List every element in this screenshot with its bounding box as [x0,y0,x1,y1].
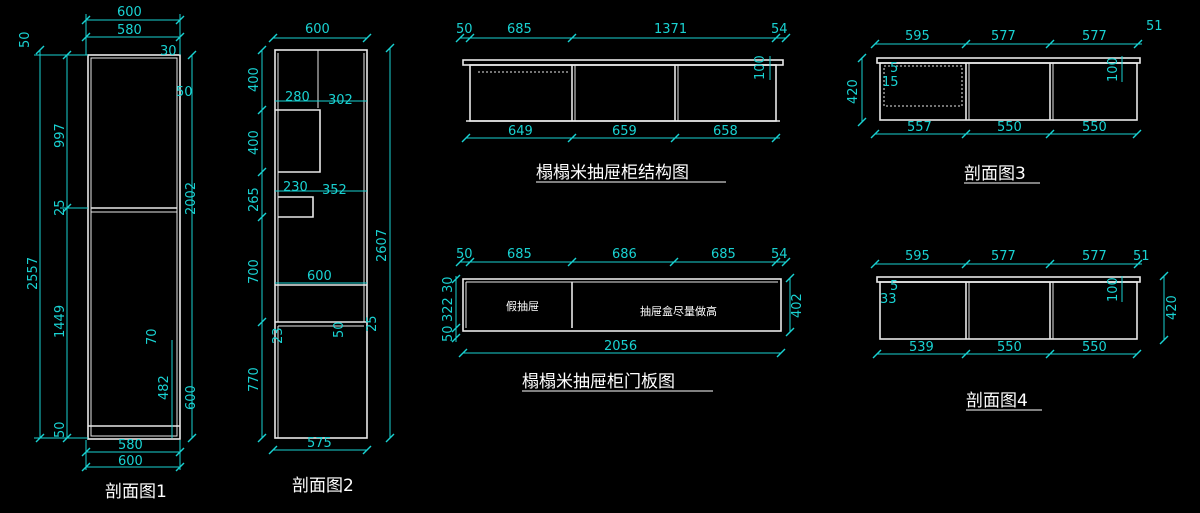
sec1-inner-width: 580 [117,23,142,38]
sec2-w230: 230 [283,180,308,195]
section-4: 595 577 577 51 539 550 550 420 100 5 33 … [870,249,1180,411]
sec3-caption: 剖面图3 [964,164,1026,184]
sec1-cabinet-outline [87,54,181,440]
sec1-shelf: 25 [53,199,68,216]
sec1-d70: 70 [145,328,160,345]
sec2-w280: 280 [285,90,310,105]
sec2-h265: 265 [247,187,262,212]
sec2-h700: 700 [247,259,262,284]
structure-top-1: 685 [507,22,532,37]
sec1-d50: 50 [176,85,193,100]
structure-right: 100 [753,55,768,80]
door-top-1: 685 [507,247,532,262]
sec3-top-3: 51 [1146,19,1163,34]
sec4-right: 420 [1165,295,1180,320]
sec4-top-0: 595 [905,249,930,264]
sec3-bottom-0: 557 [907,120,932,135]
door-left-0: 30 [441,276,456,293]
sec3-left: 420 [846,79,861,104]
structure-top-0: 50 [456,22,473,37]
sec3-right: 100 [1106,57,1121,82]
sec4-bottom-0: 539 [909,340,934,355]
sec3-drawer [883,65,963,107]
sec4-body [879,281,1138,340]
sec2-h400a: 400 [247,67,262,92]
sec3-body [879,62,1138,121]
sec4-top-3: 51 [1133,249,1150,264]
door-caption: 榻榻米抽屉柜门板图 [522,372,675,392]
sec2-drawer-1 [275,109,321,173]
sec1-top-width: 600 [117,5,142,20]
sec2-w352: 352 [322,183,347,198]
sec4-bottom-1: 550 [997,340,1022,355]
sec2-h400b: 400 [247,130,262,155]
sec1-bottom-inner: 580 [118,438,143,453]
sec1-d482: 482 [157,375,172,400]
sec2-d25: 25 [365,315,380,332]
structure-body [469,64,777,122]
door-right: 402 [790,293,805,318]
sec4-top-1: 577 [991,249,1016,264]
sec4-d5: 5 [890,279,898,294]
sec3-bottom-1: 550 [997,120,1022,135]
sec2-caption: 剖面图2 [292,476,354,496]
sec1-upper-height: 997 [53,123,68,148]
section-1: 600 580 30 50 50 2557 997 25 1449 50 200… [18,5,199,502]
sec1-lower-height: 1449 [53,305,68,338]
sec1-bottom-width: 600 [118,454,143,469]
door-top-2: 686 [612,247,637,262]
sec4-caption: 剖面图4 [966,391,1028,411]
sec2-mid-width: 600 [307,269,332,284]
door-left-1: 322 [441,297,456,322]
sec3-bottom-2: 550 [1082,120,1107,135]
door-panel-outline [462,278,782,332]
door-top-4: 54 [771,247,788,262]
sec1-cabinet-inner [90,57,178,437]
structure-drawing: 50 685 1371 54 649 659 658 100 榻榻米抽屉柜结构图 [455,22,791,183]
sec3-d5: 5 [890,61,898,76]
door-top-3: 685 [711,247,736,262]
structure-bottom-0: 649 [508,124,533,139]
fake-drawer-note: 假抽屉 [506,299,539,313]
door-top-0: 50 [456,247,473,262]
sec2-d50: 50 [332,321,347,338]
sec2-total-height: 2607 [375,229,390,262]
sec3-top-1: 577 [991,29,1016,44]
structure-top-3: 54 [771,22,788,37]
section-2: 600 400 280 302 400 230 352 265 700 600 … [247,22,395,496]
sec1-total-height: 2557 [26,257,41,290]
sec1-top-thick: 50 [18,31,33,48]
sec1-d30: 30 [160,44,177,59]
sec2-w302: 302 [328,93,353,108]
sec1-right-height: 2002 [184,182,199,215]
drawer-box-note: 抽屉盒尽量做高 [640,304,717,318]
sec2-h770: 770 [247,367,262,392]
structure-caption: 榻榻米抽屉柜结构图 [536,163,689,183]
sec1-base: 50 [53,421,68,438]
door-drawing: 50 685 686 685 54 30 322 50 2056 402 假抽屉… [441,247,805,392]
sec4-bottom-2: 550 [1082,340,1107,355]
door-left-2: 50 [441,325,456,342]
sec2-top-width: 600 [305,22,330,37]
sec1-caption: 剖面图1 [105,482,167,502]
door-total: 2056 [604,339,637,354]
sec4-top-2: 577 [1082,249,1107,264]
sec2-drawer-2 [278,196,314,218]
sec3-top-2: 577 [1082,29,1107,44]
sec1-right-low: 600 [184,385,199,410]
structure-bottom-1: 659 [612,124,637,139]
sec2-bottom-width: 575 [307,436,332,451]
sec3-top-0: 595 [905,29,930,44]
sec2-d23: 23 [271,327,286,344]
structure-top-2: 1371 [654,22,687,37]
section-3: 595 577 577 51 557 550 550 420 100 5 15 … [846,19,1163,184]
structure-bottom-2: 658 [713,124,738,139]
sec4-inner: 100 [1106,277,1121,302]
sec4-d33: 33 [880,292,897,307]
sec2-cabinet-outline [274,49,368,439]
sec3-d15: 15 [882,75,899,90]
